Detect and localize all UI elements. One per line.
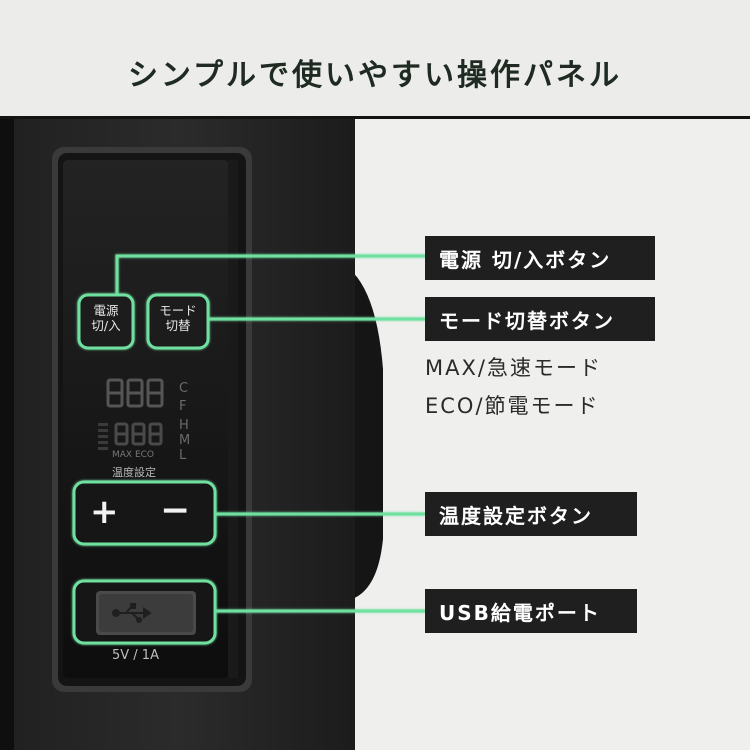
plus-button[interactable]: +	[90, 492, 119, 532]
control-panel	[63, 160, 229, 678]
unit-l: L	[179, 448, 187, 463]
callout-temp: 温度設定ボタン	[425, 492, 637, 536]
temp-setting-label: 温度設定	[112, 466, 156, 479]
callout-mode: モード切替ボタン	[425, 297, 655, 341]
callout-usb: USB給電ポート	[425, 589, 637, 633]
minus-button[interactable]: −	[160, 490, 191, 531]
mode-button[interactable]: モード 切替	[159, 303, 197, 333]
unit-c: C	[179, 381, 189, 396]
lcd-display	[106, 378, 164, 446]
header-divider	[0, 116, 750, 119]
level-bars	[98, 423, 108, 450]
kettle-photo	[0, 119, 750, 750]
unit-h: H	[179, 418, 189, 433]
mode-button-highlight	[146, 293, 210, 350]
usb-icon	[112, 603, 152, 623]
temp-buttons-highlight	[72, 480, 217, 546]
unit-m: M	[179, 433, 191, 448]
callout-lines	[115, 254, 425, 613]
header-band: シンプルで使いやすい操作パネル	[0, 0, 750, 116]
unit-f: F	[179, 399, 187, 414]
mode-eco-note: ECO/節電モード	[425, 394, 600, 418]
usb-rating: 5V / 1A	[112, 648, 159, 663]
page-title: シンプルで使いやすい操作パネル	[127, 58, 623, 93]
callout-power: 電源 切/入ボタン	[425, 236, 655, 280]
mode-marks: MAX ECO	[112, 450, 155, 460]
power-button-highlight	[77, 293, 135, 350]
power-button[interactable]: 電源 切/入	[91, 303, 121, 333]
mode-max-note: MAX/急速モード	[425, 356, 602, 380]
